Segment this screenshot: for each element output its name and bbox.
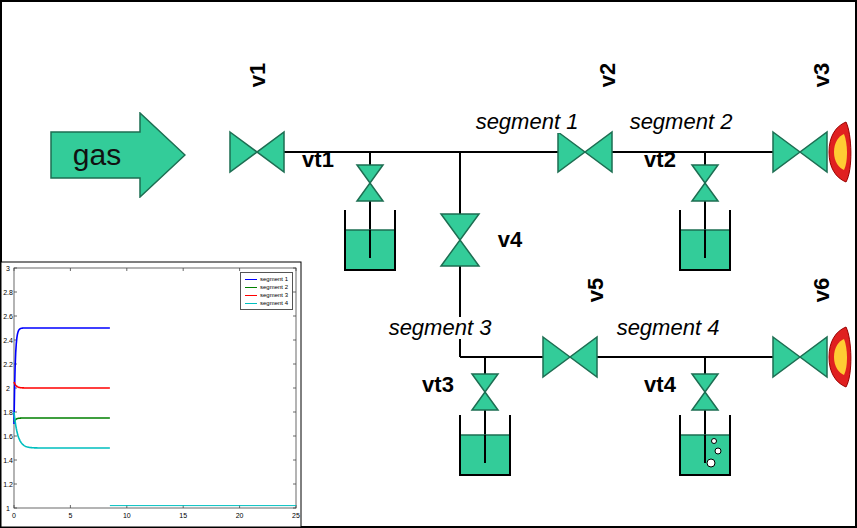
legend-entry: segment 2 <box>245 283 288 291</box>
bubbles <box>707 439 721 468</box>
tanks <box>345 210 730 475</box>
segment-label: segment 2 <box>628 111 735 133</box>
series-line <box>14 382 110 388</box>
flames <box>829 122 851 387</box>
x-tick-label: 15 <box>179 512 187 519</box>
x-tick-label: 20 <box>236 512 244 519</box>
node-label: gas <box>73 140 121 170</box>
valve-label: v2 <box>597 63 619 87</box>
y-tick-label: 2 <box>6 385 10 392</box>
y-tick-label: 1 <box>6 505 10 512</box>
y-tick-label: 1.4 <box>3 457 13 464</box>
y-tick-label: 1.6 <box>3 433 13 440</box>
segment-label: segment 3 <box>387 317 494 339</box>
series-line <box>14 328 110 424</box>
y-tick-label: 3 <box>6 265 10 272</box>
chart-curves <box>14 328 296 506</box>
segment-label: segment 1 <box>474 111 581 133</box>
x-tick-label: 5 <box>68 512 72 519</box>
legend-sample <box>245 287 257 288</box>
series-line <box>110 505 296 506</box>
y-tick-label: 2.6 <box>3 313 13 320</box>
chart-inset <box>1 262 301 527</box>
chart-legend: segment 1 segment 2 segment 3 segment 4 <box>240 272 293 310</box>
valve-label: vt3 <box>422 374 454 396</box>
tank-water <box>345 230 730 475</box>
series-line <box>14 418 110 422</box>
plot-area <box>14 268 296 508</box>
legend-entry: segment 1 <box>245 275 288 283</box>
y-tick-label: 1.8 <box>3 409 13 416</box>
y-tick-label: 2.4 <box>3 337 13 344</box>
segment-label: segment 4 <box>615 317 722 339</box>
valve-label: v3 <box>811 63 833 87</box>
axis-ticks <box>14 268 296 508</box>
x-tick-label: 10 <box>123 512 131 519</box>
y-tick-label: 2.2 <box>3 361 13 368</box>
y-tick-label: 1.2 <box>3 481 13 488</box>
legend-sample <box>245 279 257 280</box>
legend-text: segment 4 <box>260 300 288 306</box>
valve-label: vt1 <box>302 149 334 171</box>
legend-entry: segment 3 <box>245 291 288 299</box>
legend-text: segment 1 <box>260 276 288 282</box>
legend-entry: segment 4 <box>245 299 288 307</box>
valves <box>230 132 827 410</box>
valve-label: v5 <box>585 278 607 302</box>
legend-text: segment 3 <box>260 292 288 298</box>
series-line <box>14 412 110 448</box>
x-tick-label: 25 <box>292 512 300 519</box>
legend-sample <box>245 295 257 296</box>
legend-text: segment 2 <box>260 284 288 290</box>
valve-label: vt4 <box>644 374 676 396</box>
legend-sample <box>245 303 257 304</box>
x-tick-label: 0 <box>12 512 16 519</box>
valve-label: v6 <box>811 278 833 302</box>
valve-label: v4 <box>498 229 522 251</box>
valve-label: v1 <box>247 63 269 87</box>
pipes <box>230 152 775 463</box>
valve-label: vt2 <box>644 149 676 171</box>
y-tick-label: 2.8 <box>3 289 13 296</box>
gas-arrow: gas <box>50 112 186 198</box>
